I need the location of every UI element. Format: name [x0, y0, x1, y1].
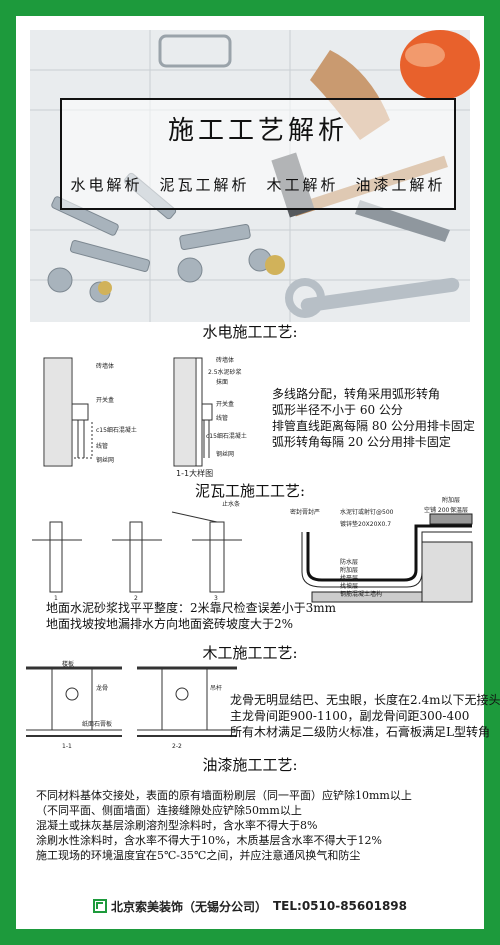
tiling-line-0: 地面水泥砂浆找平平整度：2米靠尺检查误差小于3mm [46, 601, 337, 615]
carpentry-label-5: 2-2 [172, 743, 182, 750]
carpentry-diagram: 楼板 龙骨 吊杆 纸面石膏板 1-1 2-2 [26, 660, 237, 750]
tiling-label-right-5: 保温层 [450, 506, 468, 514]
plumbing-diagram-caption: 1-1大样图 [176, 468, 213, 478]
plumbing-label-right-0: 砖墙体 [216, 356, 234, 364]
tiling-label-right-10: 钢筋混凝土墙构 [340, 590, 382, 598]
tiling-label-water-stop: 止水条 [222, 500, 240, 508]
painting-line-3: 涂刷水性涂料时，含水率不得大于10%，木质基层含水率不得大于12% [36, 834, 382, 847]
tiling-label-right-8: 找平层 [340, 574, 358, 582]
tiling-text: 地面水泥砂浆找平平整度：2米靠尺检查误差小于3mm 地面找坡按地漏排水方向地面瓷… [46, 600, 336, 632]
company-logo-icon [92, 899, 107, 913]
plumbing-label-left-2: c15细石混凝土 [96, 426, 137, 434]
plumbing-label-left-3: 线管 [96, 442, 108, 450]
hero-title-box: 施工工艺解析 水电解析 泥瓦工解析 木工解析 油漆工解析 [60, 98, 456, 210]
plumbing-label-right-3: 开关盒 [216, 400, 234, 408]
plumbing-label-left-4: 钢丝网 [96, 456, 114, 464]
tiling-line-1: 地面找坡按地漏排水方向地面瓷砖坡度大于2% [46, 617, 294, 631]
carpentry-text: 龙骨无明显结巴、无虫眼，长度在2.4m以下无接头 主龙骨间距900-1100，副… [230, 692, 500, 740]
carpentry-line-0: 龙骨无明显结巴、无虫眼，长度在2.4m以下无接头 [230, 693, 500, 707]
carpentry-label-4: 1-1 [62, 743, 72, 750]
painting-line-0: 不同材料基体交接处，表面的原有墙面粉刷层（同一平面）应铲除10mm以上 [36, 789, 412, 802]
tiling-label-right-7: 附加层 [340, 566, 358, 574]
carpentry-line-1: 主龙骨间距900-1100，副龙骨间距300-400 [230, 709, 470, 723]
painting-line-4: 施工现场的环境温度宜在5℃-35℃之间，并应注意通风换气和防尘 [36, 849, 361, 862]
plumbing-line-0: 多线路分配，转角采用弧形转角 [272, 387, 441, 401]
page: 施工工艺解析 水电解析 泥瓦工解析 木工解析 油漆工解析 水电施工工艺: 砖墙体… [16, 16, 500, 929]
footer-company: 北京索美装饰（无锡分公司） [110, 899, 267, 914]
hero-title: 施工工艺解析 [167, 116, 348, 146]
plumbing-diagram: 砖墙体 开关盒 c15细石混凝土 线管 钢丝网 砖墙体 2.5水泥砂浆 抹面 开… [43, 356, 247, 478]
carpentry-label-2: 吊杆 [210, 684, 222, 692]
tiling-label-right-2: 镀锌垫20X20X0.7 [340, 520, 391, 528]
footer-phone: TEL:0510-85601898 [273, 899, 408, 913]
plumbing-label-right-6: 钢丝网 [216, 450, 234, 458]
tiling-label-right-3: 附加层 [442, 496, 460, 504]
footer: 北京索美装饰（无锡分公司） TEL:0510-85601898 [16, 892, 484, 920]
plumbing-label-right-1: 2.5水泥砂浆 [208, 368, 242, 376]
hero-subtitles: 水电解析 泥瓦工解析 木工解析 油漆工解析 [62, 174, 454, 195]
hero-subtitle-carpentry: 木工解析 [266, 176, 339, 194]
carpentry-label-1: 龙骨 [96, 684, 108, 692]
hero-banner: 施工工艺解析 水电解析 泥瓦工解析 木工解析 油漆工解析 [30, 30, 480, 322]
plumbing-label-left-1: 开关盒 [96, 396, 114, 404]
tiling-section-title: 泥瓦工施工工艺: [194, 482, 306, 500]
hero-subtitle-tiling: 泥瓦工解析 [159, 176, 250, 194]
carpentry-label-3: 纸面石膏板 [82, 720, 112, 728]
tiling-label-right-1: 水泥钉或射钉@500 [340, 508, 394, 516]
painting-section-title: 油漆施工工艺: [202, 756, 298, 774]
painting-line-2: 混凝土或抹灰基层涂刷溶剂型涂料时，含水率不得大于8% [36, 819, 318, 832]
plumbing-text: 多线路分配，转角采用弧形转角 弧形半径不小于 60 公分 排管直线距离每隔 80… [272, 386, 475, 450]
carpentry-section-title: 木工施工工艺: [202, 644, 298, 662]
plumbing-label-right-2: 抹面 [216, 378, 228, 386]
tiling-label-num-2: 2 [134, 595, 138, 602]
carpentry-label-0: 楼板 [62, 660, 74, 668]
plumbing-label-right-4: 线管 [216, 414, 228, 422]
plumbing-label-left-0: 砖墙体 [96, 362, 114, 370]
hero-subtitle-plumbing: 水电解析 [70, 176, 143, 194]
plumbing-line-2: 排管直线距离每隔 80 公分用排卡固定 [272, 419, 475, 433]
hero-subtitle-painting: 油漆工解析 [355, 176, 446, 194]
tiling-label-right-6: 防水层 [340, 558, 358, 566]
tiling-label-num-3: 3 [214, 595, 218, 602]
carpentry-line-2: 所有木材满足二级防火标准，石膏板满足L型转角 [230, 725, 490, 739]
tiling-diagram: 止水条 1 2 3 密封膏封严 水泥钉或射钉@500 镀锌垫20X20X0.7 … [32, 496, 473, 603]
plumbing-section-title: 水电施工工艺: [202, 323, 298, 341]
plumbing-line-1: 弧形半径不小于 60 公分 [272, 403, 403, 417]
plumbing-label-right-5: c15细石混凝土 [206, 432, 247, 440]
painting-line-1: （不同平面、侧面墙面）连接缝隙处应铲除50mm以上 [36, 804, 302, 817]
tiling-label-num-1: 1 [54, 595, 58, 602]
painting-text: 不同材料基体交接处，表面的原有墙面粉刷层（同一平面）应铲除10mm以上 （不同平… [36, 788, 412, 863]
plumbing-line-3: 弧形转角每隔 20 公分用排卡固定 [272, 435, 451, 449]
tiling-label-right-0: 密封膏封严 [290, 508, 320, 516]
tiling-label-right-4: 空铺 200 [424, 506, 450, 514]
tiling-label-right-9: 找坡层 [340, 582, 358, 590]
